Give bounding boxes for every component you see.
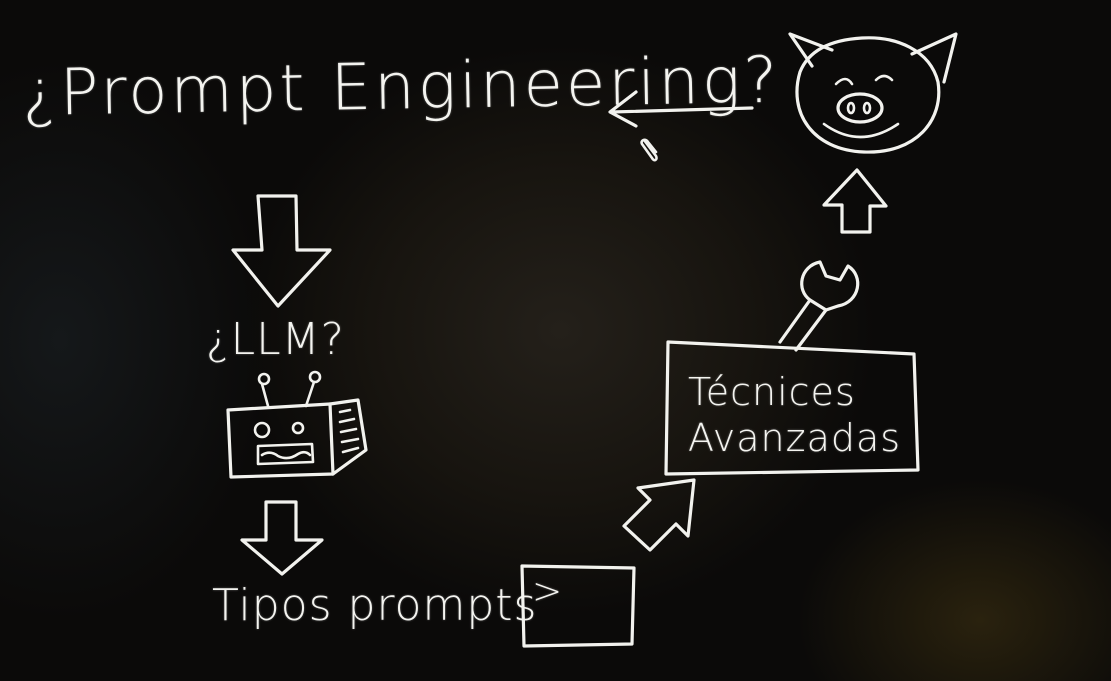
paperclip-icon	[640, 138, 658, 162]
diagonal-arrow	[622, 478, 696, 552]
robot-icon	[226, 370, 368, 479]
prompt-types-label: Tipos prompts	[212, 580, 538, 631]
advanced-techniques-line-2: Avanzadas	[688, 415, 902, 460]
terminal-prompt-symbol: >	[532, 571, 563, 612]
advanced-techniques-line-1: Técnices	[688, 370, 856, 414]
return-arrow	[608, 90, 754, 128]
wrench-icon	[778, 260, 860, 352]
diagram-title: ¿Prompt Engineering?	[21, 43, 781, 131]
techniques-box	[664, 340, 920, 476]
llm-label: ¿LLM?	[206, 314, 345, 365]
terminal-icon	[520, 564, 636, 648]
advanced-techniques-label: Técnices Avanzadas	[688, 370, 901, 461]
up-arrow	[822, 168, 888, 234]
down-arrow-1	[231, 194, 332, 308]
pig-icon	[788, 32, 958, 154]
down-arrow-2	[240, 500, 324, 576]
